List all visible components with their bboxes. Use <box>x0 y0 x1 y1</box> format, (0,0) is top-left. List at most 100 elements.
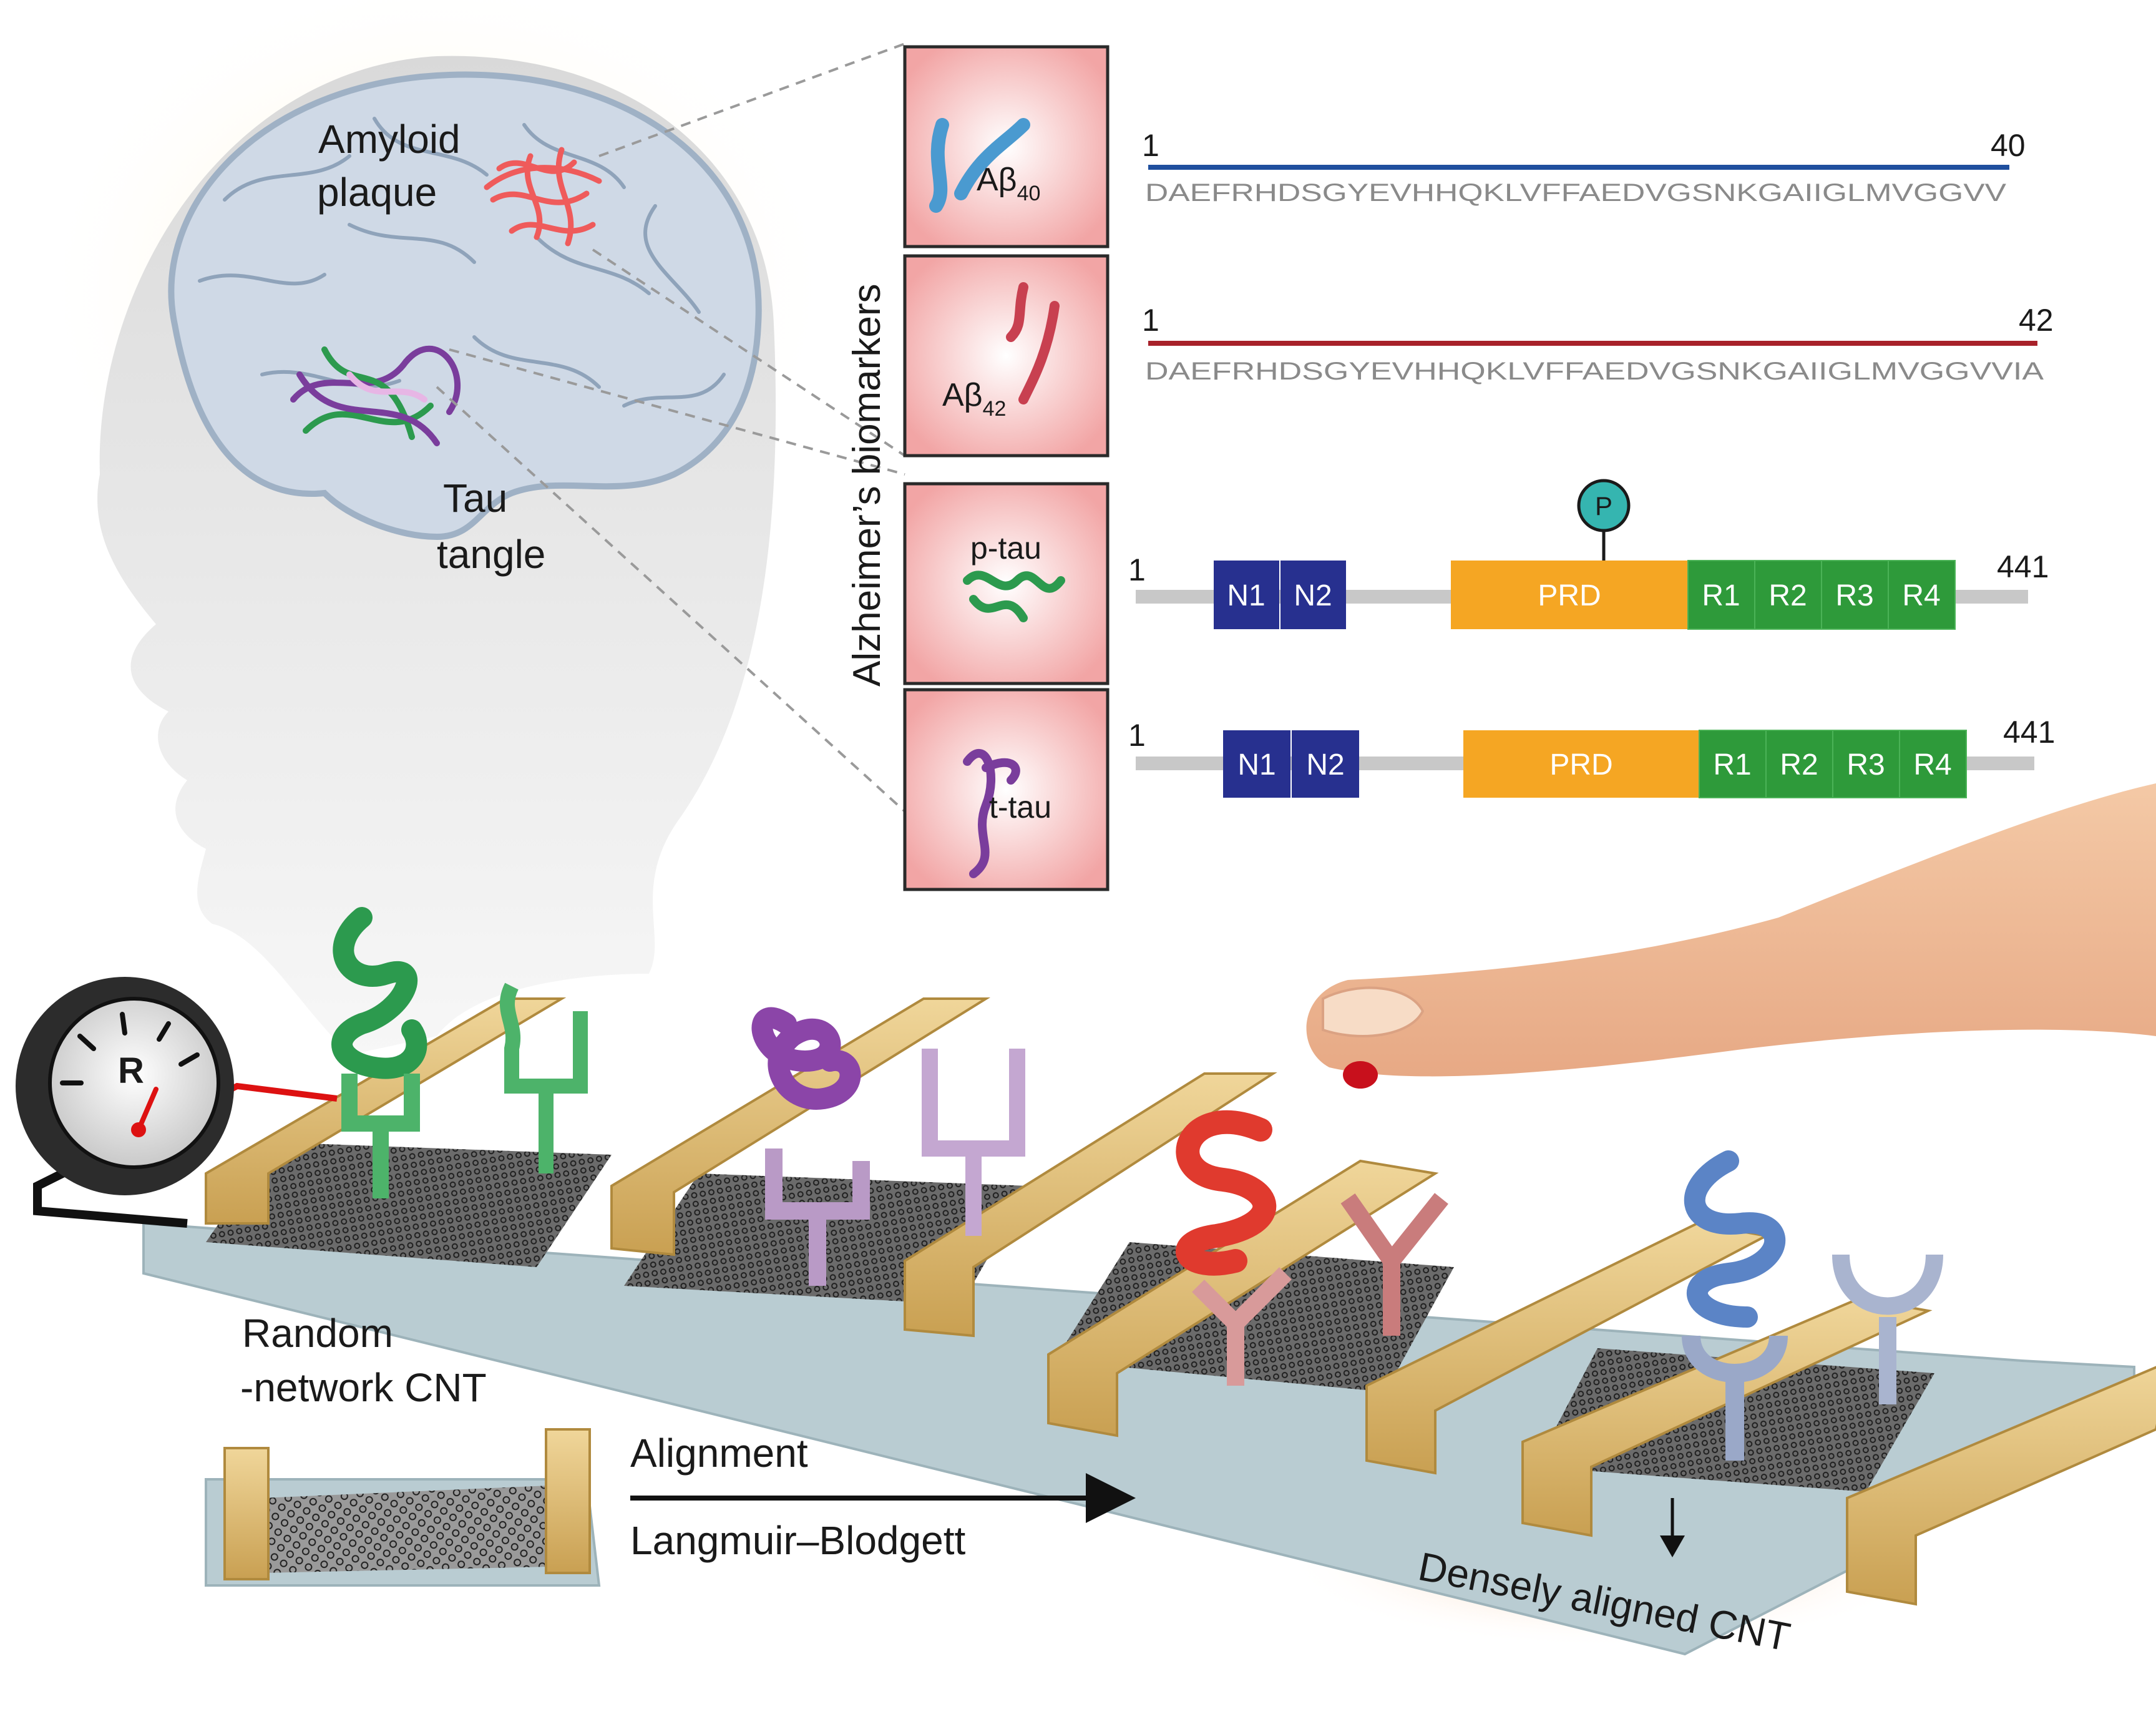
amyloid-label-1: Amyloid <box>318 117 461 162</box>
ab40-probe <box>1682 1150 1943 1461</box>
ab42-antibody-free <box>1340 1193 1448 1336</box>
ab42-panel <box>903 254 1110 458</box>
meter-symbol: R <box>118 1050 144 1091</box>
ab40-antibody <box>1682 1335 1788 1461</box>
ttau-r2-label: R2 <box>1780 748 1818 781</box>
ttau-n2-label: N2 <box>1306 748 1344 781</box>
ttau-n2 <box>1292 730 1359 798</box>
ab42-start: 1 <box>1142 303 1159 338</box>
phospho-label: P <box>1595 491 1612 521</box>
blood-drop <box>1343 1061 1378 1089</box>
ptau-r1-label: R1 <box>1702 579 1740 612</box>
ttau-prd <box>1463 730 1699 798</box>
finger-illustration <box>1306 783 2156 1089</box>
electrode-3 <box>904 1072 1277 1338</box>
ptau-antibody <box>341 1074 420 1198</box>
ptau-r2 <box>1754 560 1822 630</box>
ptau-prd-label: PRD <box>1538 579 1601 612</box>
ptau-n1 <box>1214 561 1279 629</box>
biomarker-panels: Alzheimer’s biomarkers Aβ40 Aβ42 p-tau t… <box>846 45 2055 891</box>
meter-dial <box>48 997 220 1169</box>
phospho-icon <box>1577 479 1631 532</box>
ptau-r4-label: R4 <box>1902 579 1940 612</box>
meter-pivot <box>131 1122 146 1137</box>
ttau-r3 <box>1832 730 1900 798</box>
ab40-end: 40 <box>1991 128 2026 163</box>
inset-electrode-left <box>223 1447 270 1580</box>
electrode-7 <box>1846 1366 2156 1606</box>
ttau-r3-label: R3 <box>1846 748 1885 781</box>
ptau-r3-label: R3 <box>1835 579 1873 612</box>
ptau-r4 <box>1888 560 1956 630</box>
ttau-r4-label: R4 <box>1913 748 1951 781</box>
ttau-molecule <box>963 749 1020 878</box>
ab42-coil <box>1176 1110 1277 1276</box>
brain <box>168 71 762 541</box>
ab40-name-main: Aβ <box>977 162 1017 198</box>
biomarkers-side-title: Alzheimer’s biomarkers <box>846 284 889 687</box>
inset-cnt <box>262 1486 549 1573</box>
ptau-n2 <box>1280 561 1346 629</box>
fingernail <box>1322 986 1425 1037</box>
electrode-2 <box>610 997 991 1256</box>
ab40-name-sub: 40 <box>1017 182 1041 205</box>
ttau-start: 1 <box>1128 718 1146 753</box>
langmuir-label: Langmuir–Blodgett <box>630 1518 965 1563</box>
inset-electrode-right <box>545 1428 591 1574</box>
ab42-name-sub: 42 <box>983 397 1007 421</box>
ttau-panel <box>903 688 1110 891</box>
ab42-name: Aβ42 <box>942 377 1006 421</box>
ab42-antibody <box>1192 1267 1292 1386</box>
ptau-start: 1 <box>1128 552 1146 587</box>
ab42-name-main: Aβ <box>942 377 983 413</box>
aligned-pointer-head <box>1660 1535 1685 1557</box>
ttau-end: 441 <box>2003 715 2055 750</box>
tau-tangle <box>290 345 461 446</box>
ptau-probe <box>331 907 588 1198</box>
ptau-name: p-tau <box>970 531 1041 566</box>
ttau-probe <box>751 1007 1025 1286</box>
ptau-n1-label: N1 <box>1227 579 1265 612</box>
cnt-channels <box>206 1142 1934 1492</box>
head-illustration: Amyloid plaque Tau tangle <box>37 0 836 1055</box>
cnt-channel-1 <box>206 1142 612 1267</box>
ab42-molecule <box>1006 282 1060 404</box>
finger <box>1306 783 2156 1077</box>
ab42-end: 42 <box>2019 303 2054 338</box>
ttau-r4 <box>1899 730 1967 798</box>
ttau-name: t-tau <box>989 790 1051 825</box>
ab40-coil <box>1684 1150 1786 1328</box>
ptau-n2-label: N2 <box>1294 579 1332 612</box>
ptau-prd <box>1451 561 1688 629</box>
ab42-sequence: DAEFRHDSGYEVHHQKLVFFAEDVGSNKGAIIGLMVGGVV… <box>1145 358 2044 385</box>
tau-label-1: Tau <box>443 476 507 521</box>
random-label-1: Random <box>242 1311 393 1356</box>
alignment-label: Alignment <box>630 1431 808 1476</box>
ptau-molecule <box>963 571 1065 622</box>
resistance-meter: R <box>16 977 338 1228</box>
ab40-molecule <box>929 118 1030 213</box>
electrode-4 <box>1047 1159 1439 1437</box>
ttau-antibody-free <box>922 1049 1025 1236</box>
ptau-r2-label: R2 <box>1768 579 1807 612</box>
ttau-prd-label: PRD <box>1549 748 1612 781</box>
ptau-coil <box>331 907 427 1079</box>
ttau-antibody <box>765 1148 870 1286</box>
amyloid-plaque <box>484 147 602 247</box>
ab40-start: 1 <box>1142 128 1159 163</box>
ttau-n1 <box>1223 730 1290 798</box>
ptau-end: 441 <box>1997 549 2049 584</box>
electrodes <box>205 997 2156 1606</box>
ab40-name: Aβ40 <box>977 162 1040 205</box>
ttau-n1-label: N1 <box>1237 748 1276 781</box>
ptau-r3 <box>1821 560 1889 630</box>
alignment-arrowhead <box>1086 1473 1136 1523</box>
ptau-antibody-free <box>499 982 588 1173</box>
amyloid-label-2: plaque <box>317 170 437 215</box>
ttau-r1-label: R1 <box>1713 748 1751 781</box>
sensor-device: R Random -network CNT Alignment Langmuir… <box>16 907 2156 1660</box>
ab40-sequence: DAEFRHDSGYEVHHQKLVFFAEDVGSNKGAIIGLMVGGVV <box>1145 179 2006 207</box>
cnt-channel-3 <box>1055 1242 1454 1392</box>
tau-label-2: tangle <box>437 532 545 577</box>
